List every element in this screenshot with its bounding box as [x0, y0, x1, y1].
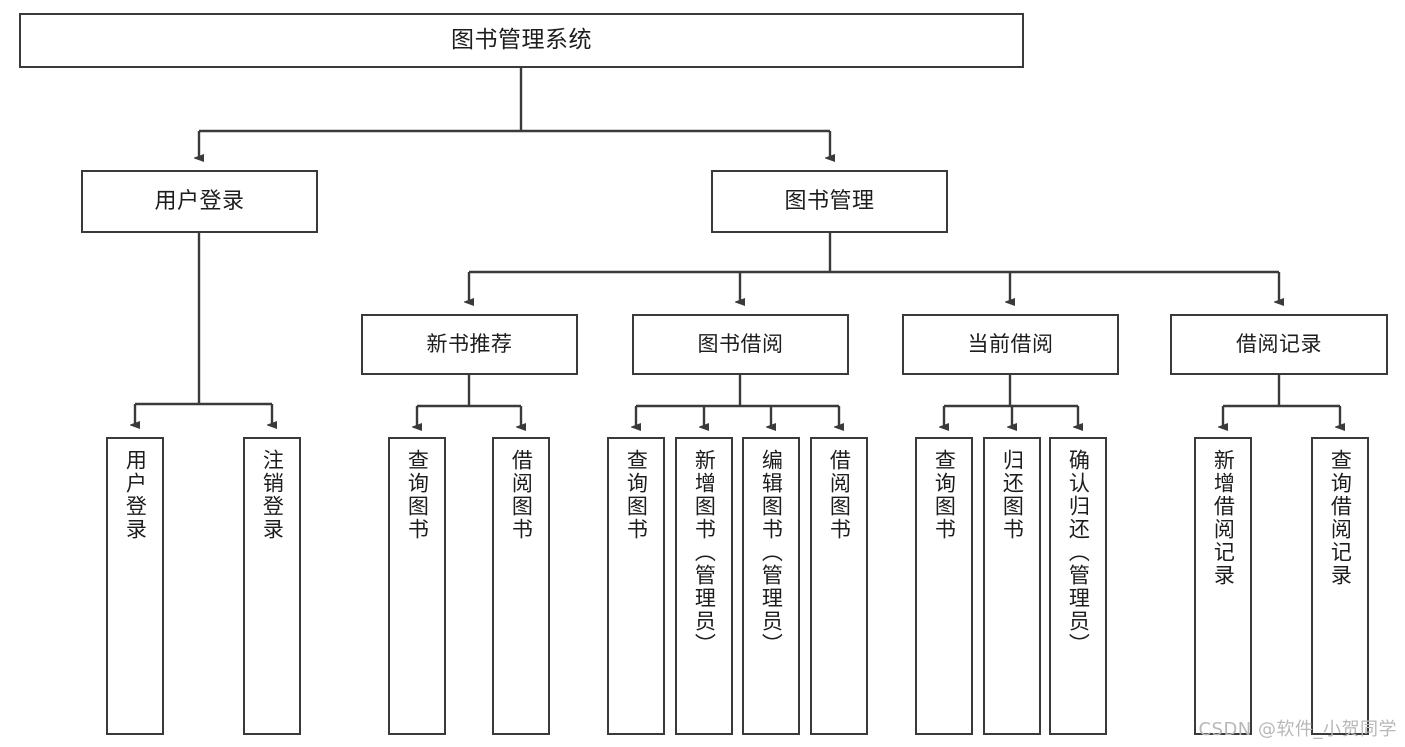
node-leaf-newbook-query-book[interactable]: 查询图书: [388, 437, 446, 735]
node-label: 新增图书（管理员）: [692, 449, 717, 656]
node-book-borrow[interactable]: 图书借阅: [632, 314, 849, 375]
node-borrow-record[interactable]: 借阅记录: [1170, 314, 1388, 375]
node-label: 查询图书: [932, 449, 957, 541]
node-label: 借阅图书: [509, 449, 534, 541]
node-leaf-current-query-book[interactable]: 查询图书: [915, 437, 973, 735]
node-label: 注销登录: [260, 449, 285, 541]
node-label: 图书管理: [784, 188, 875, 214]
node-leaf-user-login-logout[interactable]: 注销登录: [243, 437, 301, 735]
node-leaf-record-add-record[interactable]: 新增借阅记录: [1194, 437, 1252, 735]
node-leaf-borrow-edit-book-admin[interactable]: 编辑图书（管理员）: [742, 437, 800, 735]
node-label: 新增借阅记录: [1211, 449, 1236, 587]
node-leaf-record-query-record[interactable]: 查询借阅记录: [1311, 437, 1369, 735]
node-label: 查询图书: [405, 449, 430, 541]
node-label: 确认归还（管理员）: [1066, 449, 1091, 656]
node-leaf-newbook-borrow-book[interactable]: 借阅图书: [492, 437, 550, 735]
node-label: 图书借阅: [697, 331, 784, 356]
node-book-management[interactable]: 图书管理: [711, 170, 948, 233]
node-label: 编辑图书（管理员）: [759, 449, 784, 656]
node-leaf-borrow-borrow-book[interactable]: 借阅图书: [810, 437, 868, 735]
node-leaf-borrow-query-book[interactable]: 查询图书: [607, 437, 665, 735]
node-label: 新书推荐: [426, 331, 513, 356]
node-label: 用户登录: [123, 449, 148, 541]
node-label: 当前借阅: [967, 331, 1054, 356]
node-leaf-current-confirm-return-admin[interactable]: 确认归还（管理员）: [1049, 437, 1107, 735]
node-label: 借阅记录: [1236, 331, 1322, 356]
node-label: 查询图书: [624, 449, 649, 541]
node-user-login[interactable]: 用户登录: [81, 170, 318, 233]
node-root-book-management-system[interactable]: 图书管理系统: [19, 13, 1024, 68]
node-leaf-borrow-add-book-admin[interactable]: 新增图书（管理员）: [675, 437, 733, 735]
node-leaf-current-return-book[interactable]: 归还图书: [983, 437, 1041, 735]
node-leaf-user-login-login[interactable]: 用户登录: [106, 437, 164, 735]
node-label: 用户登录: [154, 188, 245, 214]
node-current-borrow[interactable]: 当前借阅: [902, 314, 1119, 375]
watermark-csdn: CSDN @软件_小贺同学: [1198, 719, 1397, 740]
node-new-book-recommend[interactable]: 新书推荐: [361, 314, 578, 375]
node-label: 查询借阅记录: [1328, 449, 1353, 587]
node-label: 归还图书: [1000, 449, 1025, 541]
node-label: 借阅图书: [827, 449, 852, 541]
node-label: 图书管理系统: [451, 27, 592, 54]
